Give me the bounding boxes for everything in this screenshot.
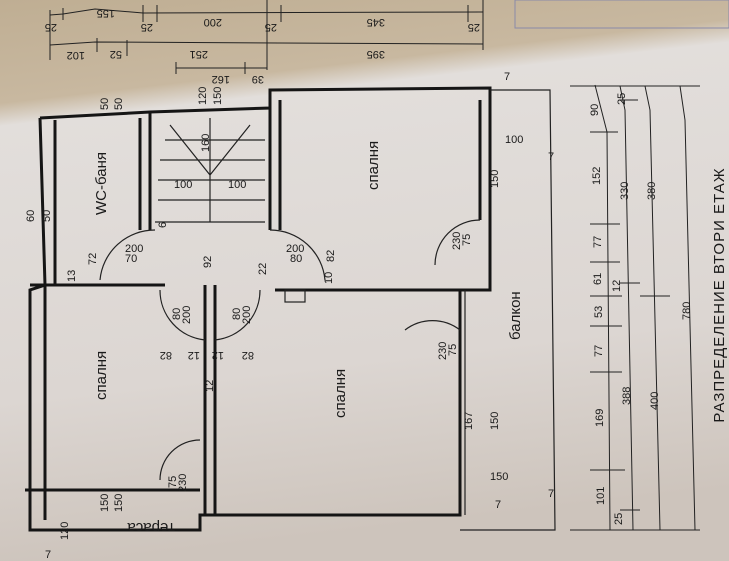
- section-mark: 7: [548, 151, 554, 163]
- room-bedroom-center: спалня: [332, 369, 349, 418]
- dim: 150: [490, 471, 508, 483]
- room-wc: WC-баня: [93, 152, 110, 215]
- dim: 167: [463, 412, 475, 430]
- dim: 13: [66, 270, 78, 282]
- dim: 12: [188, 349, 200, 361]
- door-labels: 70200 80200 80200 80200 75230 75230 7523…: [125, 232, 473, 492]
- dim: 25: [468, 21, 480, 33]
- stamp-box: [514, 0, 729, 29]
- dim: 53: [593, 306, 605, 318]
- dim: 102: [67, 49, 85, 61]
- door-label: 80200: [171, 306, 193, 324]
- dim: 50: [99, 98, 111, 110]
- section-mark: 7: [504, 71, 510, 83]
- room-bedroom-top-right: спалня: [365, 141, 382, 190]
- dim: 388: [621, 387, 633, 405]
- right-dimensions: 90 152 77 61 53 77 169 101 25 330 12 388…: [570, 84, 728, 531]
- dim: 22: [257, 263, 269, 275]
- dim: 50: [41, 210, 53, 222]
- door-label: 75230: [167, 474, 189, 492]
- door-label: 80200: [231, 306, 253, 324]
- room-terrace: тераса: [127, 519, 175, 536]
- dim: 10: [323, 272, 335, 284]
- dim: 150: [212, 87, 224, 105]
- dim: 50: [113, 98, 125, 110]
- dim: 82: [325, 250, 337, 262]
- dim: 200: [204, 16, 222, 28]
- dim: 160: [200, 134, 212, 152]
- plan-title: РАЗПРЕДЕЛЕНИЕ ВТОРИ ЕТАЖ: [711, 167, 728, 422]
- dim: 100: [228, 179, 246, 191]
- dim: 400: [649, 392, 661, 410]
- dim: 6: [157, 222, 169, 228]
- section-mark: 7: [548, 488, 554, 500]
- dim: 12: [204, 380, 216, 392]
- door-label: 70200: [125, 243, 143, 265]
- dim: 120: [197, 87, 209, 105]
- dim: 77: [593, 345, 605, 357]
- misc-dimensions: 100 100 100 150 150 167 150 72 13 92 22 …: [25, 71, 554, 561]
- dim: 780: [681, 302, 693, 320]
- dim: 120: [59, 522, 71, 540]
- dim: 61: [592, 273, 604, 285]
- dim: 150: [489, 412, 501, 430]
- doors: [99, 219, 481, 481]
- dim: 82: [242, 349, 254, 361]
- dim: 25: [265, 21, 277, 33]
- dim: 92: [202, 256, 214, 268]
- dim: 100: [505, 134, 523, 146]
- room-labels: спалня WC-баня спалня спалня балкон тера…: [93, 141, 524, 536]
- dim: 77: [592, 236, 604, 248]
- dim: 152: [591, 167, 603, 185]
- dim: 25: [141, 21, 153, 33]
- door-label: 75230: [451, 232, 473, 250]
- dim: 25: [45, 21, 57, 33]
- dim: 82: [160, 349, 172, 361]
- dim: 345: [367, 16, 385, 28]
- dim: 155: [97, 7, 115, 19]
- room-balcony: балкон: [507, 291, 524, 340]
- dim: 39: [252, 73, 264, 85]
- dim: 90: [589, 104, 601, 116]
- door-label: 75230: [437, 342, 459, 360]
- dim: 60: [25, 210, 37, 222]
- dim: 330: [619, 182, 631, 200]
- dim: 101: [595, 487, 607, 505]
- dim: 150: [489, 170, 501, 188]
- dim: 380: [646, 182, 658, 200]
- top-dimensions: 25 155 25 200 25 345 25 102 52 251 395 1…: [45, 0, 484, 85]
- dim: 12: [611, 280, 623, 292]
- section-mark: 7: [495, 499, 501, 511]
- dim: 251: [190, 48, 208, 60]
- dim: 25: [616, 93, 628, 105]
- room-bedroom-left: спалня: [93, 351, 110, 400]
- dim: 100: [174, 179, 192, 191]
- dim: 52: [110, 48, 122, 60]
- dim: 150: [99, 494, 111, 512]
- dim: 150: [113, 494, 125, 512]
- dim: 162: [212, 73, 230, 85]
- door-label: 80200: [286, 243, 304, 265]
- dim: 25: [613, 513, 625, 525]
- section-mark: 7: [45, 549, 51, 561]
- dim: 72: [87, 253, 99, 265]
- dim: 12: [212, 349, 224, 361]
- dim: 395: [367, 48, 385, 60]
- dim: 169: [594, 409, 606, 427]
- walls: [25, 86, 556, 532]
